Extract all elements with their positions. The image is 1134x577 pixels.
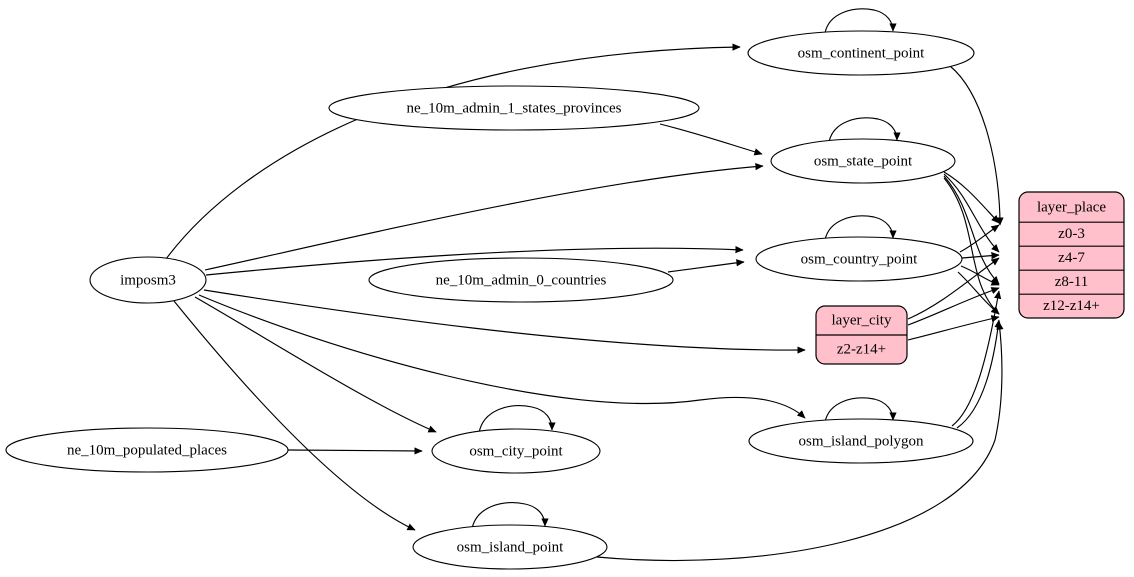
node-label-osm_state_point: osm_state_point [814,153,913,169]
edge-layer_city_title-layer_place_z8_11 [907,287,1000,326]
edge-selfloop-osm_state_point [828,117,901,143]
node-label-osm_island_point: osm_island_point [457,539,565,555]
edge-osm_state_point-layer_place_z4_7 [943,173,1000,253]
edge-layer_city_title-layer_place_z4_7 [907,257,1000,320]
node-imposm3[interactable]: imposm3 [89,256,207,304]
record-node-layer_city[interactable]: layer_city z2-z14+ [815,305,908,365]
node-label-osm_island_polygon: osm_island_polygon [798,433,924,449]
node-osm_island_polygon[interactable]: osm_island_polygon [748,418,974,464]
edge-osm_island_polygon-layer_place_z12 [956,319,1002,429]
node-label-ne_10m_populated_places: ne_10m_populated_places [67,442,227,458]
edge-osm_continent_point-layer_place_z0_3 [949,65,1004,226]
node-osm_state_point[interactable]: osm_state_point [770,138,956,184]
edge-ne_places-osm_city_point [287,447,423,455]
edge-ne_states-osm_state_point [659,123,763,156]
node-label-imposm3: imposm3 [120,272,176,288]
edge-imposm3-layer_city_z2 [203,289,806,354]
edge-imposm3-osm_city_point [194,296,437,433]
edge-imposm3-osm_island_polygon [198,294,806,419]
record-row-layer_place-z4-7[interactable]: z4-7 [1058,250,1085,266]
edge-imposm3-osm_continent_point [165,43,741,260]
node-label-osm_country_point: osm_country_point [801,251,918,267]
node-label-ne_10m_admin_1_states_provinces: ne_10m_admin_1_states_provinces [407,100,622,116]
node-ne_10m_admin_1_states_provinces[interactable]: ne_10m_admin_1_states_provinces [328,85,700,131]
record-row-layer_city-z2-z14plus[interactable]: z2-z14+ [837,341,886,357]
edge-selfloop-osm_continent_point [824,8,897,34]
edge-osm_island_polygon-layer_place_z8_11 [951,290,1002,427]
record-row-layer_place-title[interactable]: layer_place [1037,199,1106,215]
edge-osm_country_point-layer_place_z8_11 [960,265,1000,286]
node-osm_continent_point[interactable]: osm_continent_point [747,30,975,76]
edge-selfloop-osm_country_point [824,215,897,241]
record-row-layer_place-z12-z14plus[interactable]: z12-z14+ [1043,298,1100,314]
edge-osm_country_point-layer_place_z4_7 [961,251,1000,260]
node-ne_10m_admin_0_countries[interactable]: ne_10m_admin_0_countries [368,257,674,303]
edge-layer_city_z2-layer_place_z12 [907,315,1000,341]
edge-ne_countries-osm_country_point [667,259,745,273]
edge-osm_island_point-layer_place_z12 [596,321,1004,562]
record-node-layer: layer_place z0-3 z4-7 z8-11 z12-z14+ lay… [815,191,1125,365]
edge-osm_country_point-layer_place_z0_3 [959,224,1000,253]
record-row-layer_place-z8-11[interactable]: z8-11 [1055,274,1089,290]
edge-layer [165,8,1004,562]
edge-imposm3-osm_country_point [205,246,744,276]
node-osm_country_point[interactable]: osm_country_point [755,236,963,282]
edge-osm_state_point-layer_place_z8_11 [943,175,1000,285]
node-ne_10m_populated_places[interactable]: ne_10m_populated_places [5,427,289,473]
node-label-osm_continent_point: osm_continent_point [798,45,925,61]
record-row-layer_place-z0-3[interactable]: z0-3 [1058,226,1085,242]
edge-osm_state_point-layer_place_z12 [943,177,1000,315]
edge-selfloop-osm_island_point [471,502,549,530]
edge-selfloop-osm_island_polygon [824,397,897,423]
edge-osm_state_point-layer_place_z0_3 [943,171,1000,224]
node-osm_city_point[interactable]: osm_city_point [431,428,601,474]
record-node-layer_place[interactable]: layer_place z0-3 z4-7 z8-11 z12-z14+ [1018,191,1125,319]
record-row-layer_city-title[interactable]: layer_city [832,312,892,328]
edge-imposm3-osm_state_point [204,162,764,271]
edge-imposm3-osm_island_point [173,300,416,531]
node-label-ne_10m_admin_0_countries: ne_10m_admin_0_countries [436,272,607,288]
node-osm_island_point[interactable]: osm_island_point [412,524,608,570]
edge-selfloop-osm_city_point [478,405,556,434]
node-layer: imposm3 ne_10m_admin_1_states_provinces … [5,30,975,570]
node-label-osm_city_point: osm_city_point [469,443,563,459]
